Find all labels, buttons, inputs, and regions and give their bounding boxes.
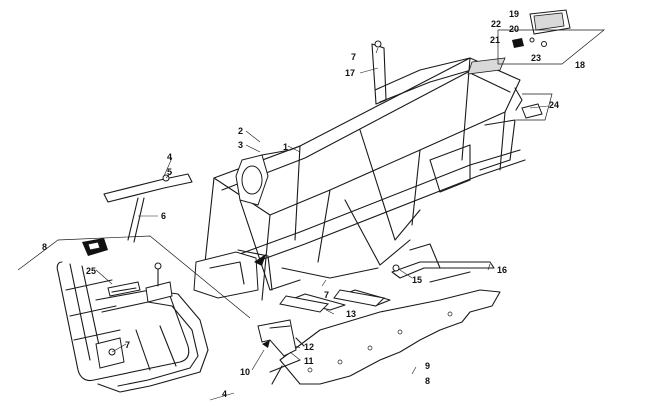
callout-18: 18 <box>575 60 585 70</box>
callout-19: 19 <box>509 9 519 19</box>
callout-9: 9 <box>425 361 430 371</box>
callout-22: 22 <box>491 19 501 29</box>
callout-4-lower: 4 <box>222 389 227 399</box>
callout-2: 2 <box>238 126 243 136</box>
callout-8: 8 <box>42 242 47 252</box>
callouts: 1 2 3 4 5 6 7 8 9 10 11 12 13 15 16 17 1… <box>42 9 585 399</box>
callout-7-center: 7 <box>324 290 329 300</box>
callout-13: 13 <box>346 309 356 319</box>
callout-16: 16 <box>497 265 507 275</box>
group-outlines <box>17 29 605 319</box>
leader-lines <box>95 47 549 401</box>
callout-25: 25 <box>86 266 96 276</box>
mount-bracket <box>145 262 173 303</box>
callout-15: 15 <box>412 275 422 285</box>
callout-11: 11 <box>304 356 314 366</box>
callout-20: 20 <box>509 24 519 34</box>
callout-12: 12 <box>304 342 314 352</box>
cable-bracket <box>82 238 108 256</box>
callout-21: 21 <box>490 35 500 45</box>
callout-10: 10 <box>240 367 250 377</box>
callout-24: 24 <box>549 100 559 110</box>
callout-23: 23 <box>531 53 541 63</box>
callout-4: 4 <box>167 152 172 162</box>
front-bumper <box>56 261 209 393</box>
decal-plate <box>521 103 543 119</box>
callout-17: 17 <box>345 68 355 78</box>
frame-pads <box>279 289 386 313</box>
tail-light <box>512 9 571 48</box>
callout-7-front: 7 <box>125 340 130 350</box>
callout-6: 6 <box>161 211 166 221</box>
main-frame <box>193 57 526 311</box>
callout-1: 1 <box>283 142 288 152</box>
callout-8-lower: 8 <box>425 376 430 386</box>
callout-7: 7 <box>351 52 356 62</box>
callout-3: 3 <box>238 140 243 150</box>
lower-bracket <box>257 319 305 357</box>
front-brace <box>103 173 193 243</box>
rear-rod <box>371 40 387 105</box>
rear-rail <box>391 243 495 283</box>
skid-plate <box>269 289 501 385</box>
callout-5: 5 <box>167 167 172 177</box>
